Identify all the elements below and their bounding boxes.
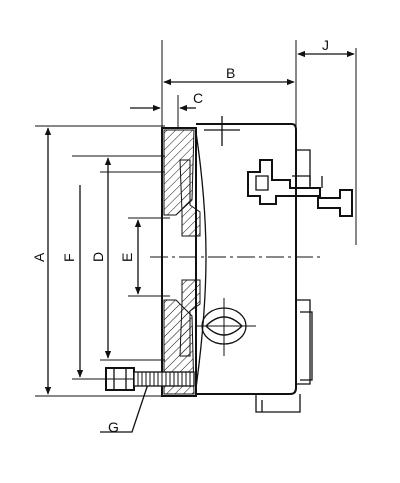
- extension-lines: [35, 40, 357, 397]
- chuck-body: [161, 116, 353, 413]
- mounting-bolt: [105, 367, 195, 391]
- dimension-labels: J B C G A F D E: [31, 37, 329, 435]
- label-e: E: [119, 253, 135, 262]
- label-g: G: [108, 419, 119, 435]
- label-j: J: [322, 37, 329, 53]
- leader-line-g: [100, 383, 149, 433]
- key-socket: [196, 298, 256, 356]
- label-f: F: [61, 253, 77, 262]
- label-d: D: [90, 252, 106, 262]
- label-c: C: [193, 90, 203, 106]
- label-b: B: [226, 65, 235, 81]
- jaw-assembly: [247, 159, 353, 217]
- label-a: A: [31, 252, 47, 262]
- dimension-lines: [44, 50, 355, 433]
